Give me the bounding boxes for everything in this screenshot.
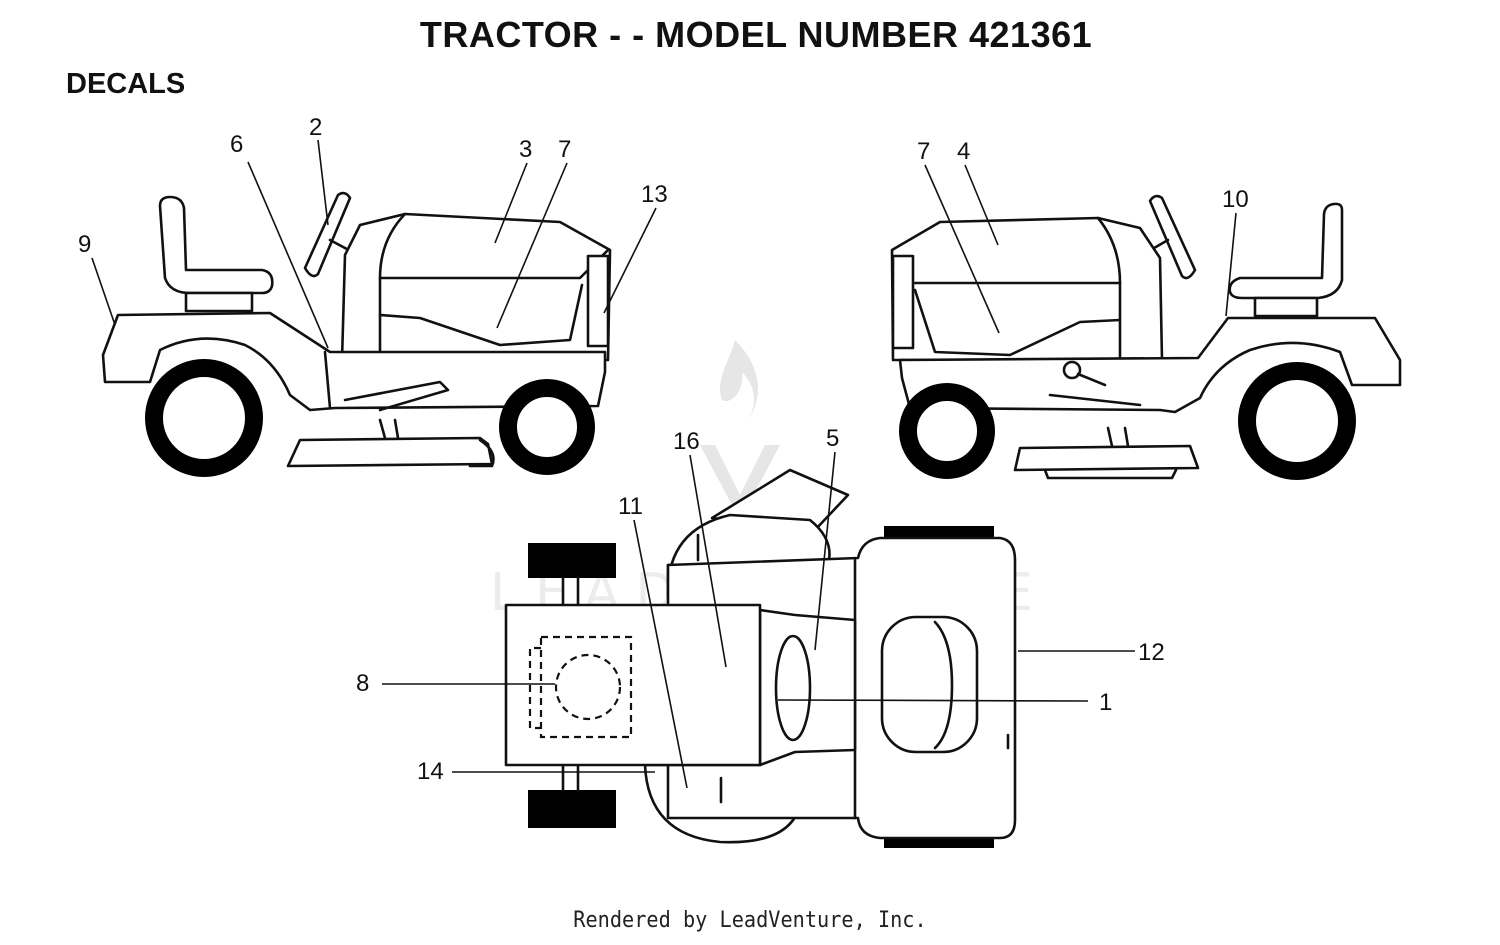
callout-2: 2 <box>309 114 322 141</box>
callout-11: 11 <box>618 493 643 520</box>
callout-10: 10 <box>1222 186 1249 213</box>
rear-fender-right <box>898 316 1402 414</box>
deck-chute <box>468 438 495 468</box>
hood-edge-right <box>1096 216 1122 285</box>
callout-1: 1 <box>1099 689 1112 716</box>
seat-top <box>880 615 979 754</box>
callout-12: 12 <box>1138 639 1165 666</box>
mower-deck <box>286 436 494 468</box>
footrest-edge <box>323 350 332 410</box>
rear-wheel-right <box>1238 362 1356 480</box>
foot-pedal <box>343 380 450 412</box>
front-wheel-right <box>899 383 995 479</box>
callout-6: 6 <box>230 131 243 158</box>
lift-lever <box>1062 360 1107 387</box>
steering-wheel <box>303 191 352 278</box>
flame-v-logo-icon <box>700 340 780 520</box>
decal-outline <box>539 635 633 739</box>
callout-9: 9 <box>78 231 91 258</box>
callout-8: 8 <box>356 670 369 697</box>
hood-side-panel-right <box>913 288 1122 357</box>
page-title: TRACTOR - - MODEL NUMBER 421361 <box>419 14 1093 55</box>
footer-credit: Rendered by LeadVenture, Inc. <box>573 908 927 933</box>
deck-top <box>666 513 831 600</box>
callout-16: 16 <box>673 428 700 455</box>
hood-edge <box>378 212 407 362</box>
grille-right <box>891 254 915 350</box>
callout-14: 14 <box>417 758 444 785</box>
callout-5: 5 <box>826 425 839 452</box>
front-wheel <box>499 379 595 475</box>
seat-base-right <box>1253 296 1319 318</box>
callout-3: 3 <box>519 136 532 163</box>
callout-7-left: 7 <box>558 136 571 163</box>
front-left-tire <box>528 543 616 578</box>
callout-4: 4 <box>957 138 970 165</box>
top-view <box>504 468 1017 848</box>
hood-right <box>890 216 1164 362</box>
decal-tab <box>528 646 541 730</box>
leader-lines <box>91 139 1237 789</box>
seat-right <box>1228 202 1344 300</box>
seat-back <box>933 620 954 750</box>
section-label: DECALS <box>66 68 186 100</box>
steering-wheel-top <box>774 634 812 742</box>
rear-fender <box>101 311 607 412</box>
seat-base <box>184 291 254 313</box>
grille <box>586 254 610 348</box>
right-side-view <box>890 194 1402 480</box>
hood-top <box>504 603 762 767</box>
foot-pedal-right <box>1048 393 1142 407</box>
steering-wheel-right <box>1148 194 1197 280</box>
decal-circle <box>554 653 622 721</box>
hood-side-panel <box>378 283 584 347</box>
left-side-view <box>101 191 612 477</box>
callout-13: 13 <box>641 181 668 208</box>
callout-labels: 2 6 9 3 7 13 7 4 10 16 5 11 12 8 1 14 <box>78 114 1249 785</box>
deck-hanger-right <box>1106 426 1130 448</box>
mower-deck-right <box>1013 444 1200 472</box>
seat <box>158 195 274 295</box>
callout-7-right: 7 <box>917 138 930 165</box>
front-right-tire <box>528 790 616 828</box>
deck-skirt-right <box>1043 468 1178 480</box>
rear-wheel <box>145 359 263 477</box>
deck-marks <box>696 533 723 804</box>
front-axle <box>561 576 580 792</box>
deck-hanger <box>378 418 400 440</box>
